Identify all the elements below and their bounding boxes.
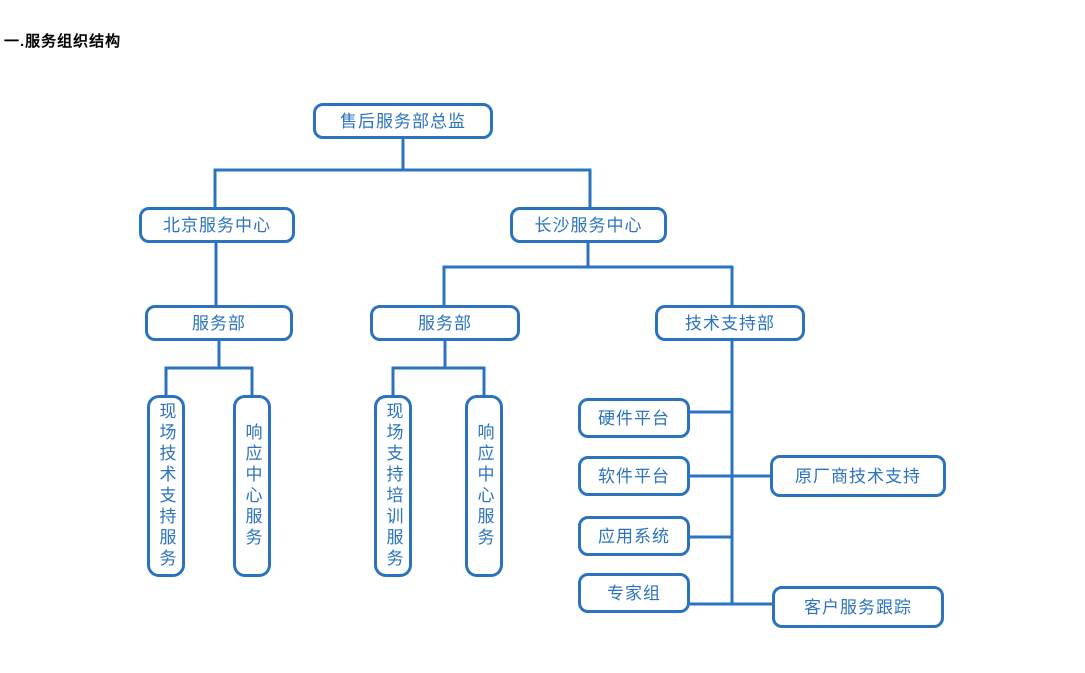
node-application-system-label: 应用系统 <box>598 526 670 546</box>
node-onsite-tech-support-service: 现场技术支持服务 <box>147 395 185 577</box>
section-title: 一.服务组织结构 <box>4 33 122 50</box>
node-oem-tech-support-label: 原厂商技术支持 <box>795 466 921 486</box>
node-beijing-service-center-label: 北京服务中心 <box>163 215 271 235</box>
node-expert-group-label: 专家组 <box>607 583 661 603</box>
node-onsite-support-training-service: 现场支持培训服务 <box>374 395 412 577</box>
node-response-center-service-changsha: 响应中心服务 <box>465 395 503 577</box>
node-customer-service-tracking: 客户服务跟踪 <box>772 586 944 628</box>
connector-beijing-service-dept-children <box>164 341 254 395</box>
node-beijing-service-dept-label: 服务部 <box>192 313 246 333</box>
node-changsha-service-center-label: 长沙服务中心 <box>534 215 643 235</box>
node-changsha-service-center: 长沙服务中心 <box>510 207 667 243</box>
node-tech-support-dept: 技术支持部 <box>655 305 805 341</box>
node-response-center-service-changsha-label: 响应中心服务 <box>474 423 494 549</box>
node-onsite-tech-support-service-label: 现场技术支持服务 <box>156 402 176 570</box>
node-changsha-service-dept: 服务部 <box>370 305 520 341</box>
node-director: 售后服务部总监 <box>313 103 493 139</box>
node-beijing-service-center: 北京服务中心 <box>139 207 295 243</box>
connector-director-to-centers <box>213 139 592 207</box>
node-director-label: 售后服务部总监 <box>340 111 466 131</box>
node-onsite-support-training-service-label: 现场支持培训服务 <box>383 402 403 570</box>
node-hardware-platform-label: 硬件平台 <box>598 408 670 428</box>
node-software-platform-label: 软件平台 <box>598 466 670 486</box>
node-response-center-service-beijing: 响应中心服务 <box>233 395 271 577</box>
node-expert-group: 专家组 <box>578 573 690 613</box>
node-tech-support-dept-label: 技术支持部 <box>685 313 775 333</box>
node-response-center-service-beijing-label: 响应中心服务 <box>242 423 262 549</box>
connector-changsha-service-dept-children <box>391 341 486 395</box>
node-oem-tech-support: 原厂商技术支持 <box>770 455 946 497</box>
node-changsha-service-dept-label: 服务部 <box>418 313 472 333</box>
connector-changsha-to-depts <box>442 243 734 305</box>
node-software-platform: 软件平台 <box>578 456 690 496</box>
node-beijing-service-dept: 服务部 <box>145 305 293 341</box>
node-customer-service-tracking-label: 客户服务跟踪 <box>804 597 912 617</box>
node-application-system: 应用系统 <box>578 516 690 556</box>
node-hardware-platform: 硬件平台 <box>578 398 690 438</box>
